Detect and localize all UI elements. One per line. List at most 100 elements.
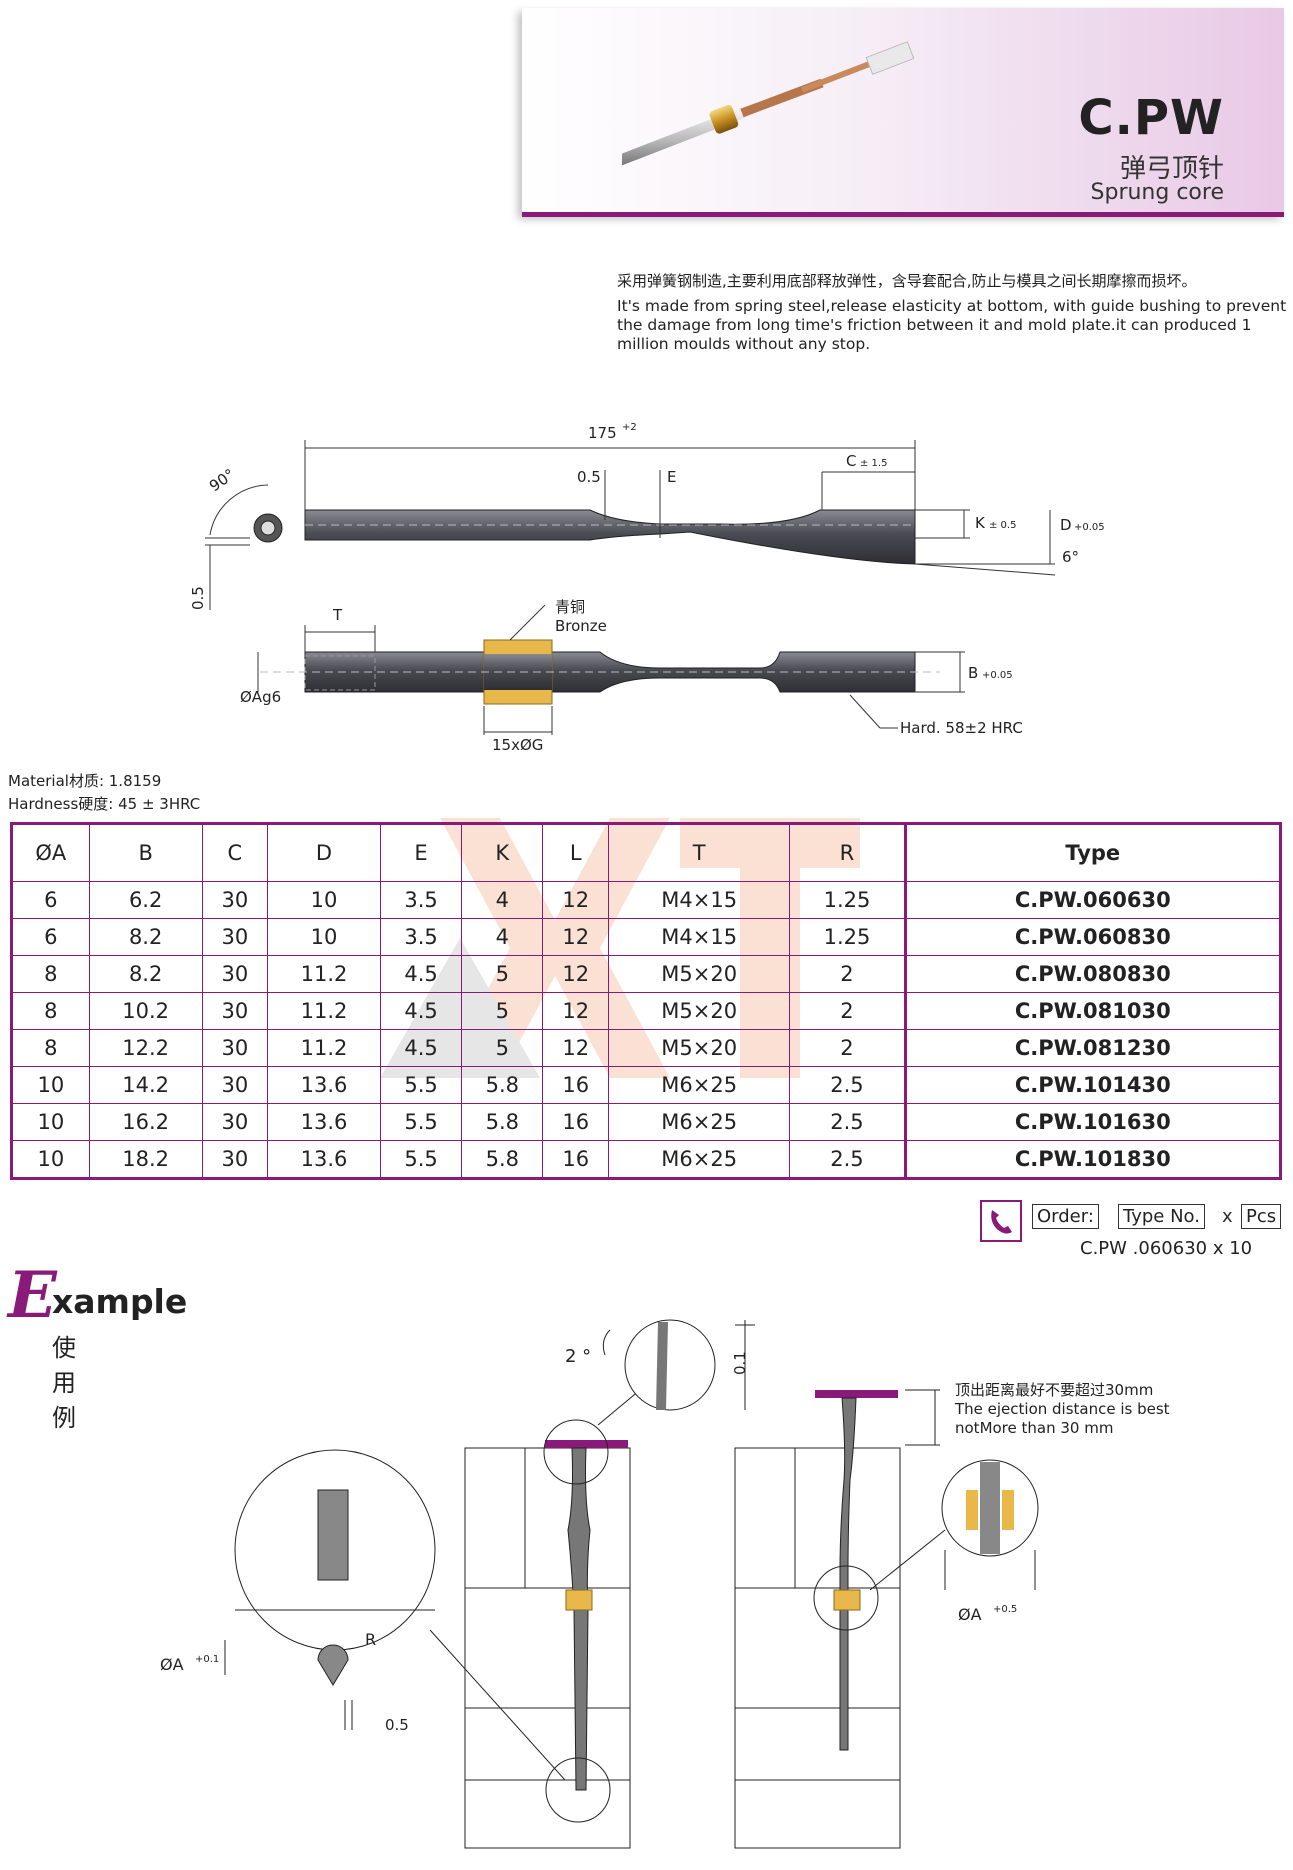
- phone-icon: [980, 1200, 1022, 1242]
- table-cell: 12: [542, 918, 609, 956]
- table-cell: 5.8: [461, 1103, 544, 1141]
- angle-2: 2 °: [565, 1346, 591, 1367]
- dim-e: E: [667, 468, 676, 486]
- table-cell: 4.5: [379, 1029, 463, 1067]
- product-photo: [622, 41, 915, 166]
- table-cell: 6.2: [88, 881, 203, 919]
- example-title-initial: E: [8, 1258, 57, 1333]
- example-mold-left: 0.1 2 ° ØA +0.1 R 0.5: [160, 1319, 755, 1849]
- dim-a-0-1-tol: +0.1: [195, 1654, 219, 1665]
- dim-0-1: 0.1: [731, 1351, 749, 1375]
- bronze-label-en: Bronze: [555, 617, 607, 635]
- hardness-note: Hard. 58±2 HRC: [900, 719, 1023, 737]
- material-info: Material材质: 1.8159 Hardness硬度: 45 ± 3HRC: [8, 770, 200, 816]
- dim-d: D: [1060, 516, 1072, 534]
- pcs-label: Pcs: [1241, 1204, 1282, 1229]
- table-cell: 11.2: [267, 955, 381, 993]
- table-cell: 10.2: [88, 992, 203, 1030]
- product-code: C.PW: [1078, 90, 1224, 146]
- table-cell: 6: [11, 918, 90, 956]
- dim-d-tol: +0.05: [1074, 522, 1105, 533]
- header-t: T: [607, 823, 791, 882]
- table-cell: 8: [11, 955, 90, 993]
- pin-side-view: T 青铜 Bronze B +0.05 ØAg6 15xØG Hard. 58±…: [240, 598, 1023, 754]
- header-d: D: [267, 823, 381, 882]
- dim-0-5: 0.5: [577, 468, 601, 486]
- header-b: B: [88, 823, 203, 882]
- table-cell: M4×15: [607, 918, 791, 956]
- bronze-label-cn: 青铜: [555, 598, 585, 616]
- table-cell: 10: [11, 1066, 90, 1104]
- type-cell: C.PW.101430: [903, 1066, 1282, 1104]
- table-cell: 16: [542, 1066, 609, 1104]
- table-cell: 11.2: [267, 992, 381, 1030]
- table-cell: 5.5: [379, 1103, 463, 1141]
- hardness-line: Hardness硬度: 45 ± 3HRC: [8, 795, 201, 813]
- table-cell: 4: [461, 918, 544, 956]
- table-cell: 12: [542, 955, 609, 993]
- table-cell: 30: [201, 918, 269, 956]
- type-cell: C.PW.081230: [903, 1029, 1282, 1067]
- table-cell: M4×15: [607, 881, 791, 919]
- header-c: C: [201, 823, 269, 882]
- note-en-2: notMore than 30 mm: [955, 1419, 1113, 1437]
- table-cell: M5×20: [607, 1029, 791, 1067]
- table-cell: 10: [11, 1103, 90, 1141]
- type-cell: C.PW.101630: [903, 1103, 1282, 1141]
- table-cell: 8.2: [88, 955, 203, 993]
- angle-6: 6°: [1062, 548, 1079, 566]
- table-cell: 5.5: [379, 1140, 463, 1179]
- table-cell: 13.6: [267, 1066, 381, 1104]
- table-cell: 8: [11, 992, 90, 1030]
- table-cell: 4: [461, 881, 544, 919]
- table-cell: 10: [267, 881, 381, 919]
- dim-c-tol: ± 1.5: [860, 458, 887, 469]
- banner-accent-bar: [522, 212, 1284, 217]
- table-cell: 11.2: [267, 1029, 381, 1067]
- table-cell: 6: [11, 881, 90, 919]
- example-title-rest: xample: [52, 1282, 188, 1321]
- note-cn: 顶出距离最好不要超过30mm: [955, 1381, 1153, 1399]
- table-cell: 2: [789, 1029, 906, 1067]
- table-cell: 4.5: [379, 992, 463, 1030]
- order-example: C.PW .060630 x 10: [1080, 1238, 1253, 1259]
- header-type: Type: [903, 823, 1282, 882]
- table-cell: 30: [201, 1140, 269, 1179]
- table-cell: M6×25: [607, 1066, 791, 1104]
- table-cell: 30: [201, 881, 269, 919]
- table-cell: 18.2: [88, 1140, 203, 1179]
- header-banner: C.PW 弹弓顶针 Sprung core: [522, 8, 1284, 215]
- table-cell: 5.8: [461, 1140, 544, 1179]
- header-l: L: [542, 823, 609, 882]
- header-r: R: [789, 823, 906, 882]
- table-cell: 3.5: [379, 881, 463, 919]
- table-cell: 2.5: [789, 1140, 906, 1179]
- table-cell: 30: [201, 955, 269, 993]
- table-cell: 10: [267, 918, 381, 956]
- table-cell: M6×25: [607, 1140, 791, 1179]
- table-cell: 13.6: [267, 1103, 381, 1141]
- type-cell: C.PW.101830: [903, 1140, 1282, 1179]
- pin-top-view: 175 +2 C ± 1.5 0.5 E K ± 0.5 D +0.05 6° …: [189, 422, 1105, 610]
- table-header-row: ØA B C D E K L T R Type: [11, 823, 1282, 882]
- dim-k-tol: ± 0.5: [989, 520, 1016, 531]
- order-label: Order:: [1032, 1204, 1099, 1229]
- product-name-cn: 弹弓顶针: [1119, 154, 1224, 184]
- table-cell: 8.2: [88, 918, 203, 956]
- type-no-label: Type No.: [1118, 1204, 1205, 1229]
- table-cell: 30: [201, 1103, 269, 1141]
- note-en-1: The ejection distance is best: [954, 1400, 1170, 1418]
- table-cell: 12.2: [88, 1029, 203, 1067]
- table-cell: 5: [461, 992, 544, 1030]
- length-tol: +2: [622, 422, 637, 433]
- table-cell: 5.5: [379, 1066, 463, 1104]
- table-cell: 14.2: [88, 1066, 203, 1104]
- table-cell: 4.5: [379, 955, 463, 993]
- table-cell: 12: [542, 992, 609, 1030]
- dim-ag6: ØAg6: [240, 688, 281, 706]
- dim-r: R: [365, 1630, 376, 1649]
- example-mold-right: ØA +0.5 顶出距离最好不要超过30mm The ejection dist…: [734, 1381, 1170, 1849]
- table-cell: 30: [201, 1066, 269, 1104]
